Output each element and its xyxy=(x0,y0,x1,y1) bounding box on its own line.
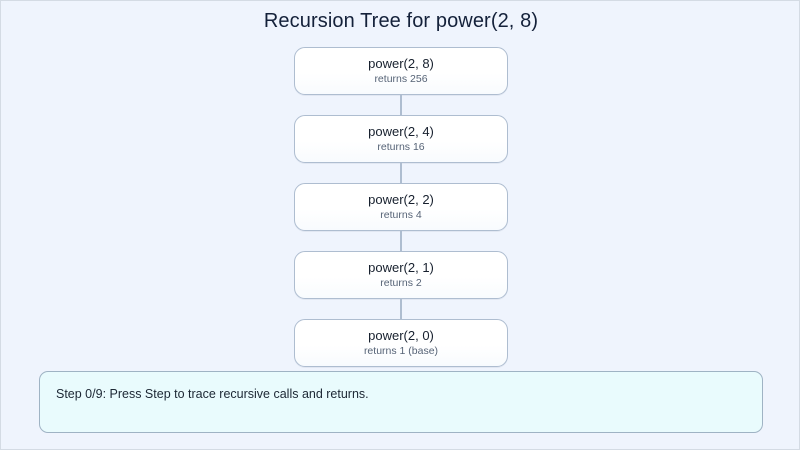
tree-connector xyxy=(400,299,402,319)
tree-node-label: power(2, 2) xyxy=(368,192,434,207)
recursion-tree: power(2, 8) returns 256 power(2, 4) returns… xyxy=(1,47,799,367)
tree-node: power(2, 4) returns 16 xyxy=(294,115,508,163)
tree-node-box[interactable]: power(2, 4) returns 16 xyxy=(294,115,508,163)
tree-node-return-value: returns 256 xyxy=(374,73,428,85)
status-panel: Step 0/9: Press Step to trace recursive … xyxy=(39,371,763,433)
tree-node-return-value: returns 2 xyxy=(380,277,422,289)
tree-node: power(2, 0) returns 1 (base) xyxy=(294,319,508,367)
tree-node-return-value: returns 1 (base) xyxy=(363,345,439,357)
tree-node-box[interactable]: power(2, 2) returns 4 xyxy=(294,183,508,231)
tree-node: power(2, 1) returns 2 xyxy=(294,251,508,299)
tree-node-box[interactable]: power(2, 8) returns 256 xyxy=(294,47,508,95)
tree-connector xyxy=(400,231,402,251)
tree-node-box[interactable]: power(2, 1) returns 2 xyxy=(294,251,508,299)
tree-node-label: power(2, 4) xyxy=(368,124,434,139)
page-title: Recursion Tree for power(2, 8) xyxy=(263,10,539,32)
status-message: Step 0/9: Press Step to trace recursive … xyxy=(56,387,369,401)
tree-connector xyxy=(400,95,402,115)
tree-node-label: power(2, 0) xyxy=(368,328,434,343)
tree-connector xyxy=(400,163,402,183)
tree-node-label: power(2, 8) xyxy=(368,56,434,71)
tree-node-box[interactable]: power(2, 0) returns 1 (base) xyxy=(294,319,508,367)
tree-node-return-value: returns 4 xyxy=(380,209,422,221)
tree-node: power(2, 8) returns 256 xyxy=(294,47,508,95)
tree-node-return-value: returns 16 xyxy=(377,141,425,153)
tree-node-label: power(2, 1) xyxy=(368,260,434,275)
tree-node: power(2, 2) returns 4 xyxy=(294,183,508,231)
